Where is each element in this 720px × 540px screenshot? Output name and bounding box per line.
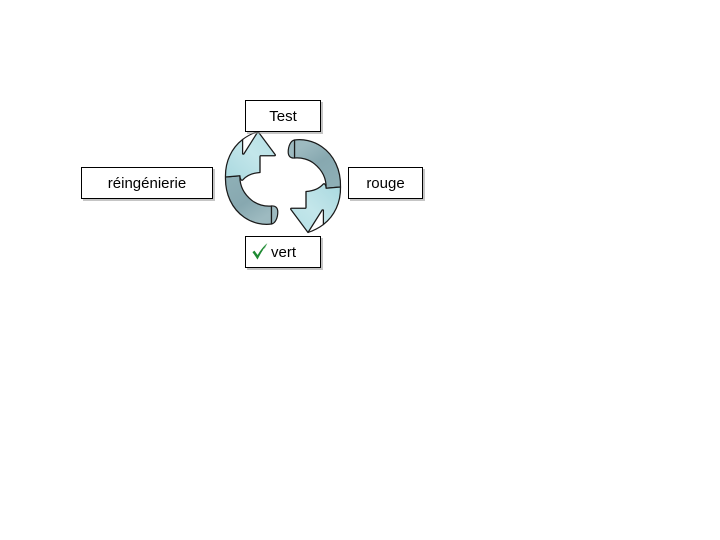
node-box-reingenierie[interactable]: réingénierie (81, 167, 213, 199)
node-label-rouge: rouge (366, 174, 405, 192)
node-box-rouge[interactable]: rouge (348, 167, 423, 199)
right-arrow-shadow-body (287, 139, 342, 189)
node-label-test: Test (269, 107, 297, 125)
left-arrow-shadow-body (224, 175, 279, 225)
node-box-test[interactable]: Test (245, 100, 321, 132)
check-mark-icon (251, 241, 269, 263)
left-arrow-head (224, 130, 276, 181)
node-label-reingenierie: réingénierie (107, 174, 187, 192)
right-arrow-head (290, 183, 342, 234)
node-box-vert[interactable]: vert (245, 236, 321, 268)
node-label-vert: vert (271, 243, 297, 261)
cycle-arrows-graphic (213, 128, 353, 236)
